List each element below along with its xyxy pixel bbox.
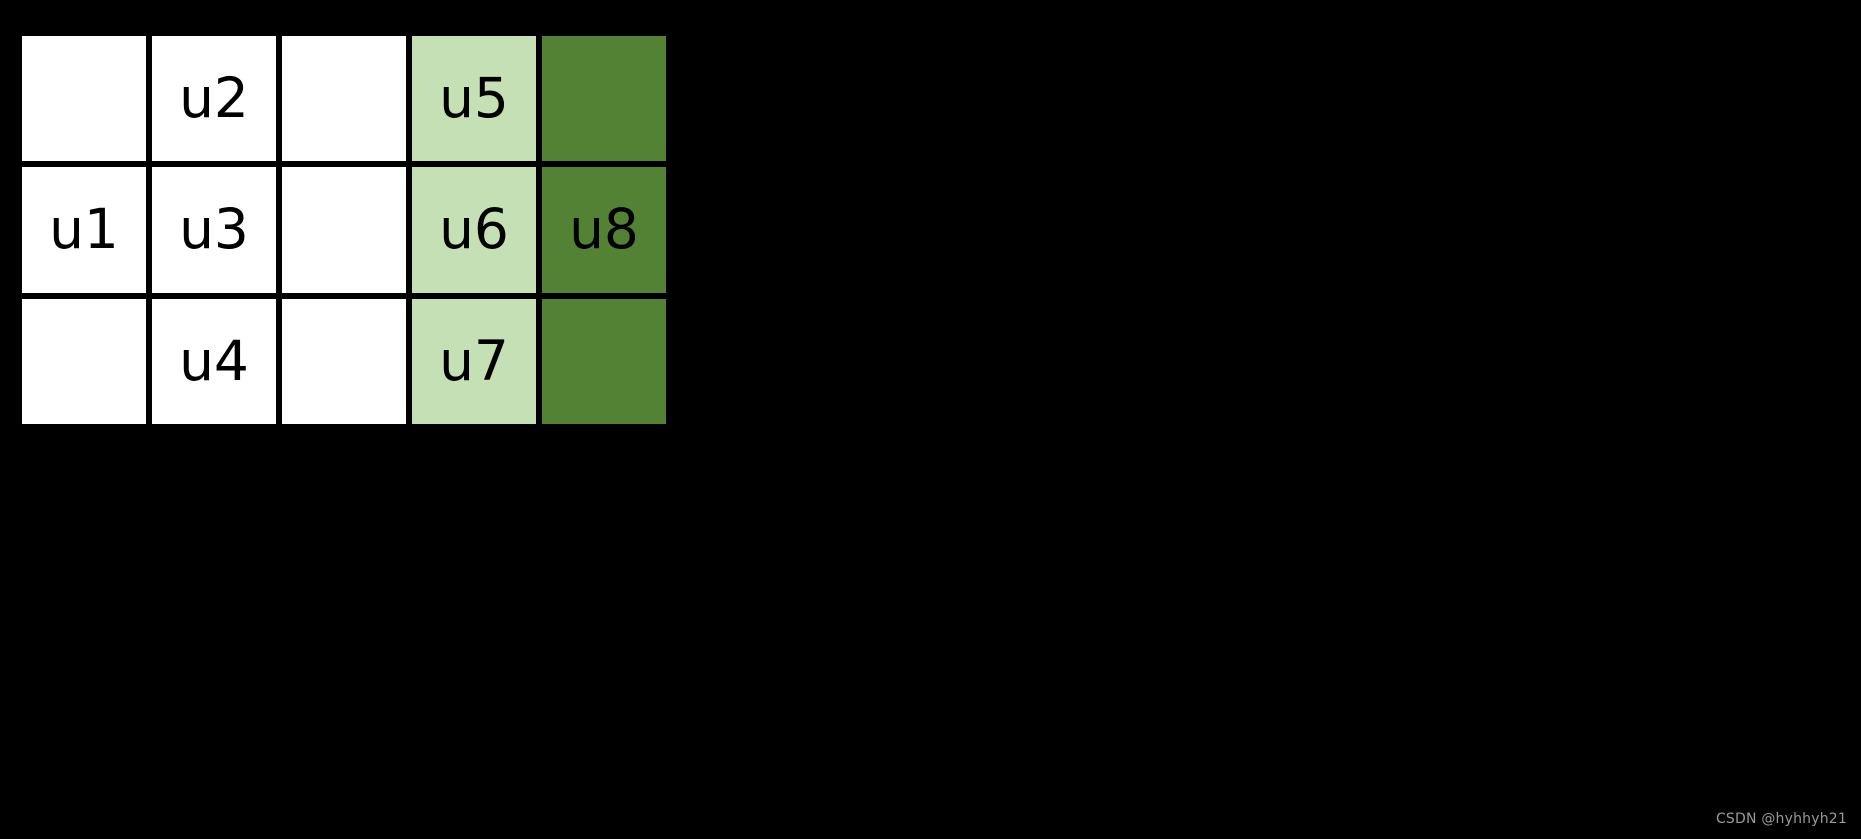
grid-cell-r2c4[interactable]: u6	[409, 164, 539, 296]
grid-cell-label: u6	[439, 197, 509, 262]
grid-cell-r1c5[interactable]	[539, 33, 669, 165]
grid-cell-label: u2	[179, 66, 249, 131]
grid-cell-r3c3[interactable]	[279, 295, 409, 427]
grid-cell-label: u1	[49, 197, 119, 262]
watermark-text: CSDN @hyhhyh21	[1715, 811, 1847, 827]
grid-cell-r3c1[interactable]	[19, 295, 149, 427]
grid-cell-r1c1[interactable]	[19, 33, 149, 165]
table-row: u1 u3 u6 u8	[19, 164, 669, 296]
table-row: u2 u5	[19, 33, 669, 165]
grid-cell-r3c5[interactable]	[539, 295, 669, 427]
table-row: u4 u7	[19, 295, 669, 427]
grid-cell-label: u7	[439, 328, 509, 393]
grid-cell-r1c3[interactable]	[279, 33, 409, 165]
grid-cell-r1c4[interactable]: u5	[409, 33, 539, 165]
grid-cell-label: u8	[569, 197, 639, 262]
matrix-grid-container: u2 u5 u1 u3 u6 u8 u4 u7	[19, 33, 669, 427]
grid-cell-r1c2[interactable]: u2	[149, 33, 279, 165]
grid-cell-label: u4	[179, 328, 249, 393]
grid-cell-r2c2[interactable]: u3	[149, 164, 279, 296]
grid-cell-label: u3	[179, 197, 249, 262]
matrix-grid: u2 u5 u1 u3 u6 u8 u4 u7	[19, 33, 669, 427]
grid-cell-r3c4[interactable]: u7	[409, 295, 539, 427]
grid-cell-label: u5	[439, 66, 509, 131]
grid-cell-r3c2[interactable]: u4	[149, 295, 279, 427]
grid-cell-r2c1[interactable]: u1	[19, 164, 149, 296]
matrix-grid-body: u2 u5 u1 u3 u6 u8 u4 u7	[19, 33, 669, 427]
grid-cell-r2c5[interactable]: u8	[539, 164, 669, 296]
grid-cell-r2c3[interactable]	[279, 164, 409, 296]
